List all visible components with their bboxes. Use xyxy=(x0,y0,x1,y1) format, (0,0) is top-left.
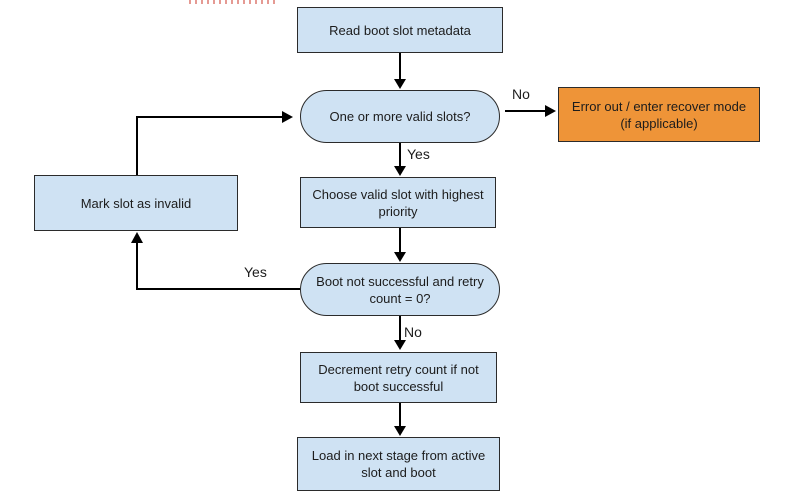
edge-label-yes: Yes xyxy=(407,146,430,162)
arrowhead-down-icon xyxy=(394,340,406,350)
arrowhead-right-icon xyxy=(545,105,556,117)
node-label: Read boot slot metadata xyxy=(329,22,471,38)
arrowhead-down-icon xyxy=(394,166,406,176)
arrowhead-down-icon xyxy=(394,79,406,89)
node-boot-not-successful-retry-check: Boot not successful and retry count = 0? xyxy=(300,263,500,316)
node-mark-slot-invalid: Mark slot as invalid xyxy=(34,175,238,231)
node-decrement-retry-count: Decrement retry count if not boot succes… xyxy=(300,352,497,403)
edge-label-yes: Yes xyxy=(244,264,267,280)
arrowhead-right-icon xyxy=(282,111,293,123)
edge-label-no: No xyxy=(404,324,422,340)
node-label: Decrement retry count if not boot succes… xyxy=(318,361,479,394)
arrowhead-up-icon xyxy=(131,232,143,243)
node-label: One or more valid slots? xyxy=(329,109,471,124)
node-read-boot-slot-metadata: Read boot slot metadata xyxy=(297,7,503,53)
edge-decrement-to-load xyxy=(399,403,401,426)
edge-validslots-no-to-error xyxy=(505,110,546,112)
edge-bootcheck-no-to-decrement xyxy=(399,316,401,341)
edge-read-to-validslots xyxy=(399,53,401,80)
node-label: Mark slot as invalid xyxy=(80,195,192,211)
edge-markinvalid-horizontal xyxy=(136,116,283,118)
edge-choose-to-bootcheck xyxy=(399,228,401,253)
node-choose-valid-slot: Choose valid slot with highest priority xyxy=(300,177,496,228)
edge-markinvalid-vertical xyxy=(136,117,138,175)
spellcheck-dots-artifact xyxy=(189,0,279,4)
edge-label-no: No xyxy=(512,86,530,102)
node-label: Boot not successful and retry count = 0? xyxy=(316,273,484,306)
edge-bootcheck-yes-horizontal xyxy=(137,288,300,290)
node-error-out-recover-mode: Error out / enter recover mode (if appli… xyxy=(558,87,760,142)
node-label: Error out / enter recover mode (if appli… xyxy=(571,98,747,131)
node-one-or-more-valid-slots: One or more valid slots? xyxy=(300,90,500,143)
edge-validslots-yes-to-choose xyxy=(399,143,401,167)
arrowhead-down-icon xyxy=(394,252,406,262)
node-label: Choose valid slot with highest priority xyxy=(312,186,484,219)
node-label: Load in next stage from active slot and … xyxy=(311,448,486,480)
edge-bootcheck-yes-vertical xyxy=(136,243,138,290)
arrowhead-down-icon xyxy=(394,426,406,436)
node-load-next-stage: Load in next stage from active slot and … xyxy=(297,437,500,491)
